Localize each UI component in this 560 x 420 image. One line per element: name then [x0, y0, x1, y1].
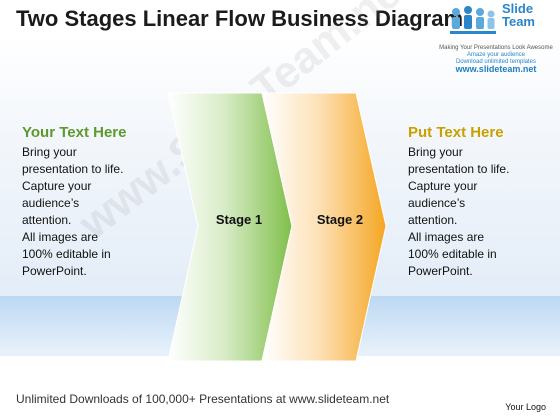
people-logo-icon: [450, 6, 496, 34]
right-body: Bring your presentation to life. Capture…: [408, 145, 510, 278]
stage-1-label: Stage 1: [215, 212, 263, 227]
slideteam-logo: Slide Team Making Your Presentations Loo…: [436, 0, 556, 76]
logo-line-amaze: Amaze your audience: [466, 52, 526, 58]
right-heading: Put Text Here: [408, 124, 504, 141]
your-logo-placeholder: Your Logo: [505, 402, 546, 412]
left-text-panel: Your Text Here Bring your presentation t…: [22, 124, 162, 280]
right-text-panel: Put Text Here Bring your presentation to…: [408, 124, 548, 280]
left-body: Bring your presentation to life. Capture…: [22, 145, 124, 278]
logo-url: www.slideteam.net: [455, 64, 537, 74]
background-lower: [0, 356, 560, 420]
footer-text: Unlimited Downloads of 100,000+ Presenta…: [16, 392, 390, 406]
logo-name: Slide Team: [502, 1, 535, 29]
stage-2-label: Stage 2: [316, 212, 364, 227]
logo-line-download: Download unlimited templates: [455, 59, 537, 65]
stage-2-chevron: [261, 92, 387, 362]
slide-title: Two Stages Linear Flow Business Diagram: [16, 6, 464, 31]
left-heading: Your Text Here: [22, 124, 127, 141]
logo-tagline: Making Your Presentations Look Awesome: [439, 45, 553, 51]
